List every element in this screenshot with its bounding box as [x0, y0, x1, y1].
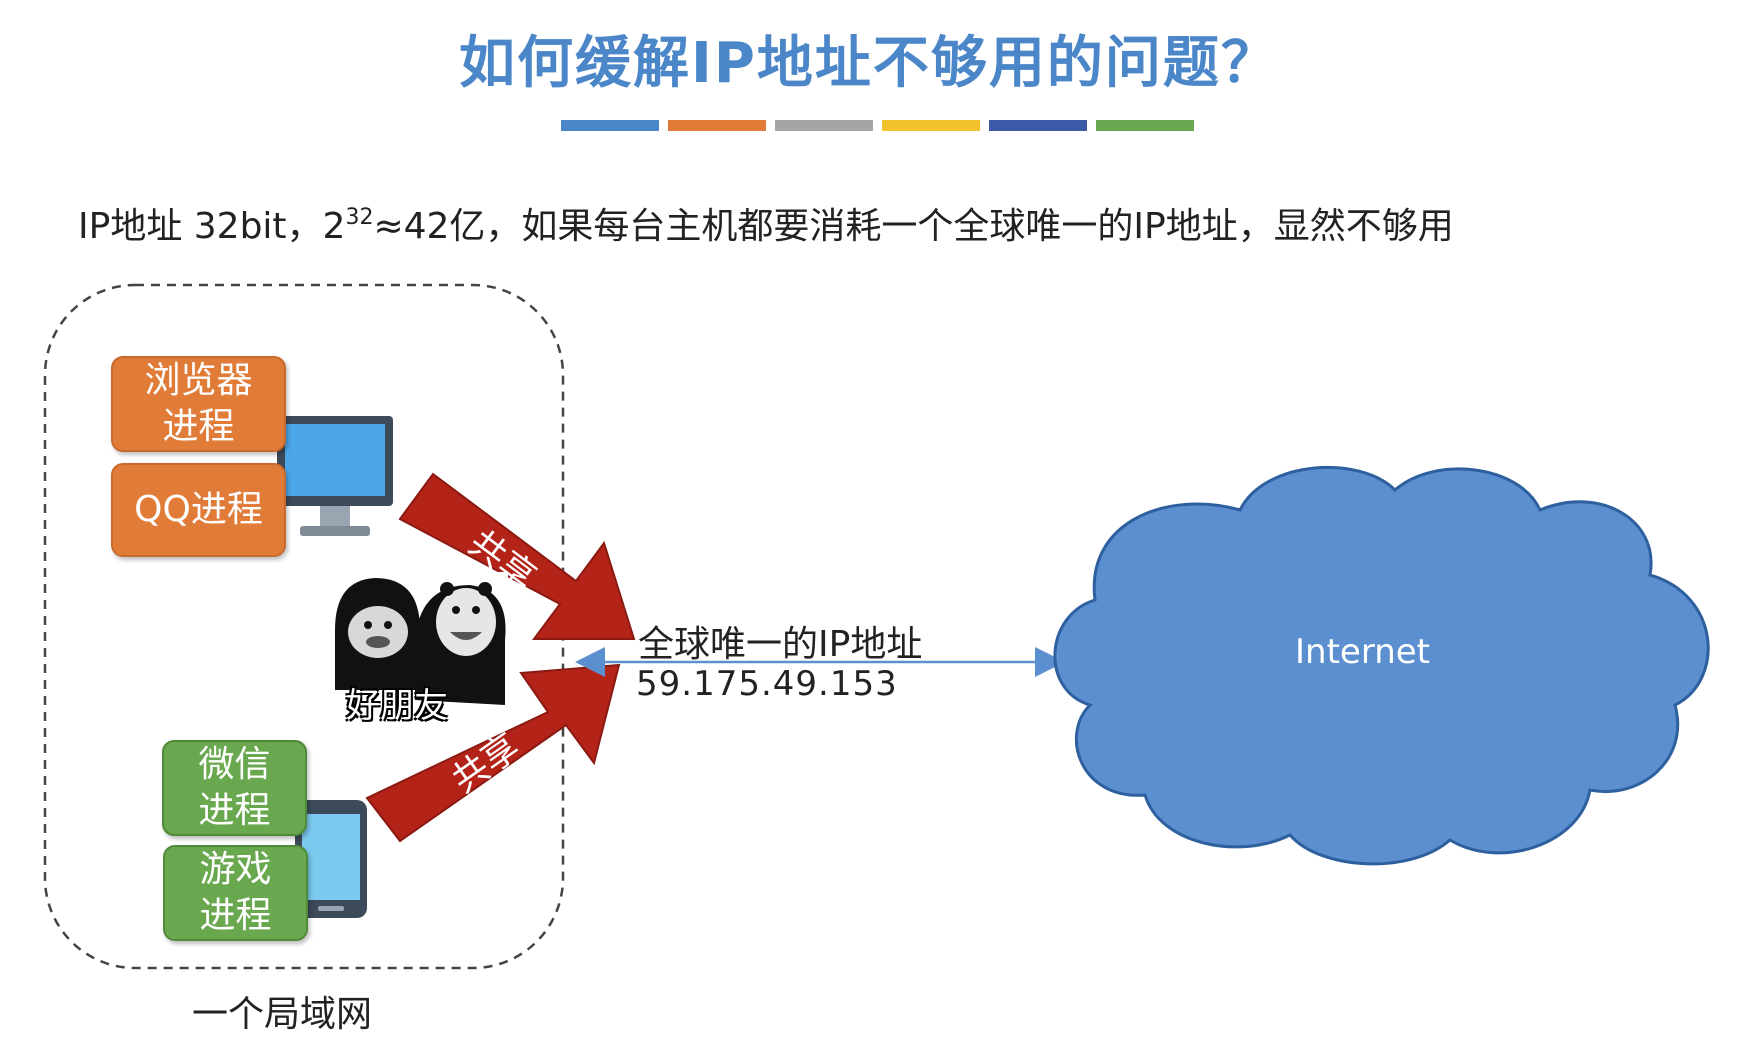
lan-boundary	[43, 283, 565, 970]
internet-cloud	[1053, 466, 1710, 866]
game-process-line2: 进程	[199, 895, 272, 936]
browser-process-line1: 浏览器	[144, 360, 253, 401]
wechat-process-line2: 进程	[198, 790, 271, 831]
qq-process-label: QQ进程	[134, 489, 263, 530]
share-arrow-top	[398, 472, 636, 640]
lan-label: 一个局域网	[192, 994, 373, 1035]
ip-address: 59.175.49.153	[636, 664, 898, 704]
friends-meme-image	[328, 572, 508, 712]
intro-text: IP地址 32bit，232≈42亿，如果每台主机都要消耗一个全球唯一的IP地址…	[78, 197, 1454, 249]
global-ip-label: 全球唯一的IP地址	[638, 624, 923, 665]
color-bar-1	[561, 120, 659, 131]
intro-prefix: IP地址 32bit，2	[78, 206, 346, 247]
browser-process-box: 浏览器 进程	[111, 356, 286, 452]
page-title: 如何缓解IP地址不够用的问题？	[459, 31, 1279, 96]
color-bar-4	[882, 120, 980, 131]
game-process-line1: 游戏	[199, 849, 272, 890]
meme-caption: 好朋友	[346, 686, 448, 726]
desktop-computer-icon	[277, 416, 393, 536]
intro-suffix: ≈42亿，如果每台主机都要消耗一个全球唯一的IP地址，显然不够用	[373, 206, 1454, 247]
wechat-process-box: 微信 进程	[162, 740, 307, 836]
color-bar-3	[775, 120, 873, 131]
intro-superscript: 32	[345, 205, 374, 230]
qq-process-box: QQ进程	[111, 463, 286, 557]
color-bar-5	[989, 120, 1087, 131]
game-process-box: 游戏 进程	[163, 845, 308, 941]
color-bar-2	[668, 120, 766, 131]
browser-process-line2: 进程	[162, 406, 235, 447]
phone-icon	[295, 800, 367, 918]
wechat-process-line1: 微信	[198, 744, 271, 785]
color-bar-6	[1096, 120, 1194, 131]
share-arrow-bottom	[365, 663, 621, 843]
internet-label: Internet	[1295, 632, 1431, 672]
